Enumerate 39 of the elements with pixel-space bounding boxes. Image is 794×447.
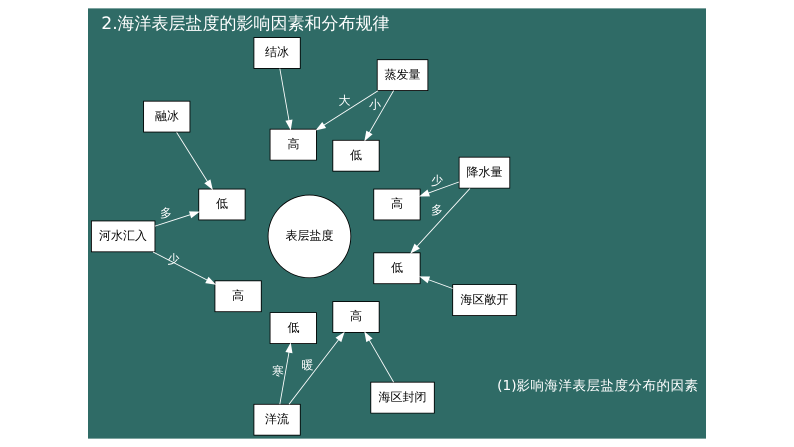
arrow [315, 90, 378, 131]
node-box: 高 [332, 301, 380, 333]
node-box: 低 [270, 312, 317, 344]
arrow [419, 182, 460, 196]
arrow [419, 276, 454, 289]
node-box: 低 [198, 188, 246, 220]
label: (1)影响海洋表层盐度分布的因素 [497, 378, 699, 394]
node-box: 融冰 [143, 100, 190, 133]
arrow [288, 332, 345, 405]
node-box: 低 [332, 140, 380, 172]
node-box: 高 [373, 188, 421, 220]
edge-label: 寒 [272, 364, 284, 378]
edge-label: 多 [160, 206, 172, 220]
node-box: 洋流 [253, 404, 301, 436]
edge-label: 多 [431, 203, 444, 218]
diagram-title: 2.海洋表层盐度的影响因素和分布规律 [101, 14, 390, 34]
node-box: 降水量 [458, 156, 510, 189]
node-circle: 表层盐度 [268, 194, 352, 278]
node-box: 低 [373, 252, 421, 284]
arrow [364, 90, 394, 142]
arrow [154, 211, 200, 227]
arrow [364, 331, 394, 383]
node-box: 河水汇入 [91, 220, 156, 252]
arrow [176, 132, 213, 190]
edge-label: 暖 [301, 358, 314, 372]
node-box: 高 [270, 128, 317, 161]
node-box: 结冰 [253, 37, 301, 69]
node-box: 海区封闭 [370, 382, 435, 414]
edge-label: 小 [368, 97, 381, 112]
node-box: 高 [214, 280, 262, 312]
edge-label: 少 [168, 252, 180, 266]
node-box: 海区敞开 [452, 284, 517, 316]
arrow [279, 68, 292, 130]
arrow [410, 188, 470, 254]
edge-label: 大 [338, 94, 351, 108]
arrow [152, 252, 216, 285]
node-box: 蒸发量 [376, 59, 428, 91]
edge-label: 少 [431, 173, 444, 188]
arrow [279, 342, 292, 405]
